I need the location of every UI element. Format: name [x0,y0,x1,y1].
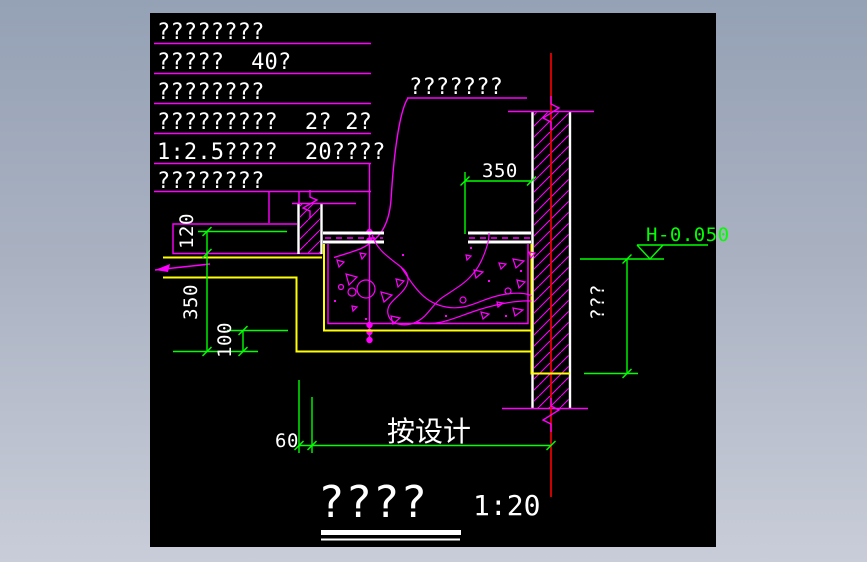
spec-note-1: ???????? [157,20,265,45]
dimension-120: 120 [176,213,287,259]
left-stub-wall [292,190,356,254]
right-wall [502,53,594,497]
elevation-marker: H-0.050 [636,224,730,261]
dim-100-text: 100 [214,322,236,358]
dim-depth-text: ??? [587,284,609,320]
planter-basin [163,231,570,375]
break-symbol-bottom [541,398,561,432]
dimension-bottom: 60 按设计 [275,380,556,453]
spec-note-3: ???????? [157,80,265,105]
model-space-canvas[interactable] [150,13,716,547]
substrate-lines [163,244,570,375]
break-symbol-top [541,96,561,130]
spec-note-5: 1:2.5???? 20???? [157,140,386,165]
detail-title: ???? [318,477,428,528]
dimensions: 120 350 100 350 [173,160,730,453]
title-underline-thick [321,530,461,535]
dimension-depth-right: ??? [580,254,664,379]
detail-scale: 1:20 [473,489,540,522]
dim-120-text: 120 [176,213,198,249]
spec-note-4: ????????? 2? 2? [157,110,372,135]
spec-note-2: ????? 40? [157,50,291,75]
spec-note-underlines [154,42,371,193]
dimension-350-left: 350 [173,253,258,357]
title-underline-thin [321,538,460,541]
root-blob [371,232,532,326]
per-design-text: 按设计 [387,415,471,448]
dim-350-top-text: 350 [482,160,518,182]
left-slab [154,223,322,272]
top-callout: ??????? [333,75,527,259]
dimension-350-top: 350 [460,160,537,234]
top-callout-label: ??????? [409,75,503,100]
title-block: ???? 1:20 [318,477,540,541]
dim-350-left-text: 350 [180,284,202,320]
pebble-fill [334,247,537,326]
dimension-100: 100 [214,322,288,358]
dim-60-text: 60 [275,430,299,452]
spec-note-6: ???????? [157,169,265,194]
elevation-text: H-0.050 [646,224,730,246]
spec-notes: ???????? ????? 40? ???????? ????????? 2?… [154,20,386,344]
